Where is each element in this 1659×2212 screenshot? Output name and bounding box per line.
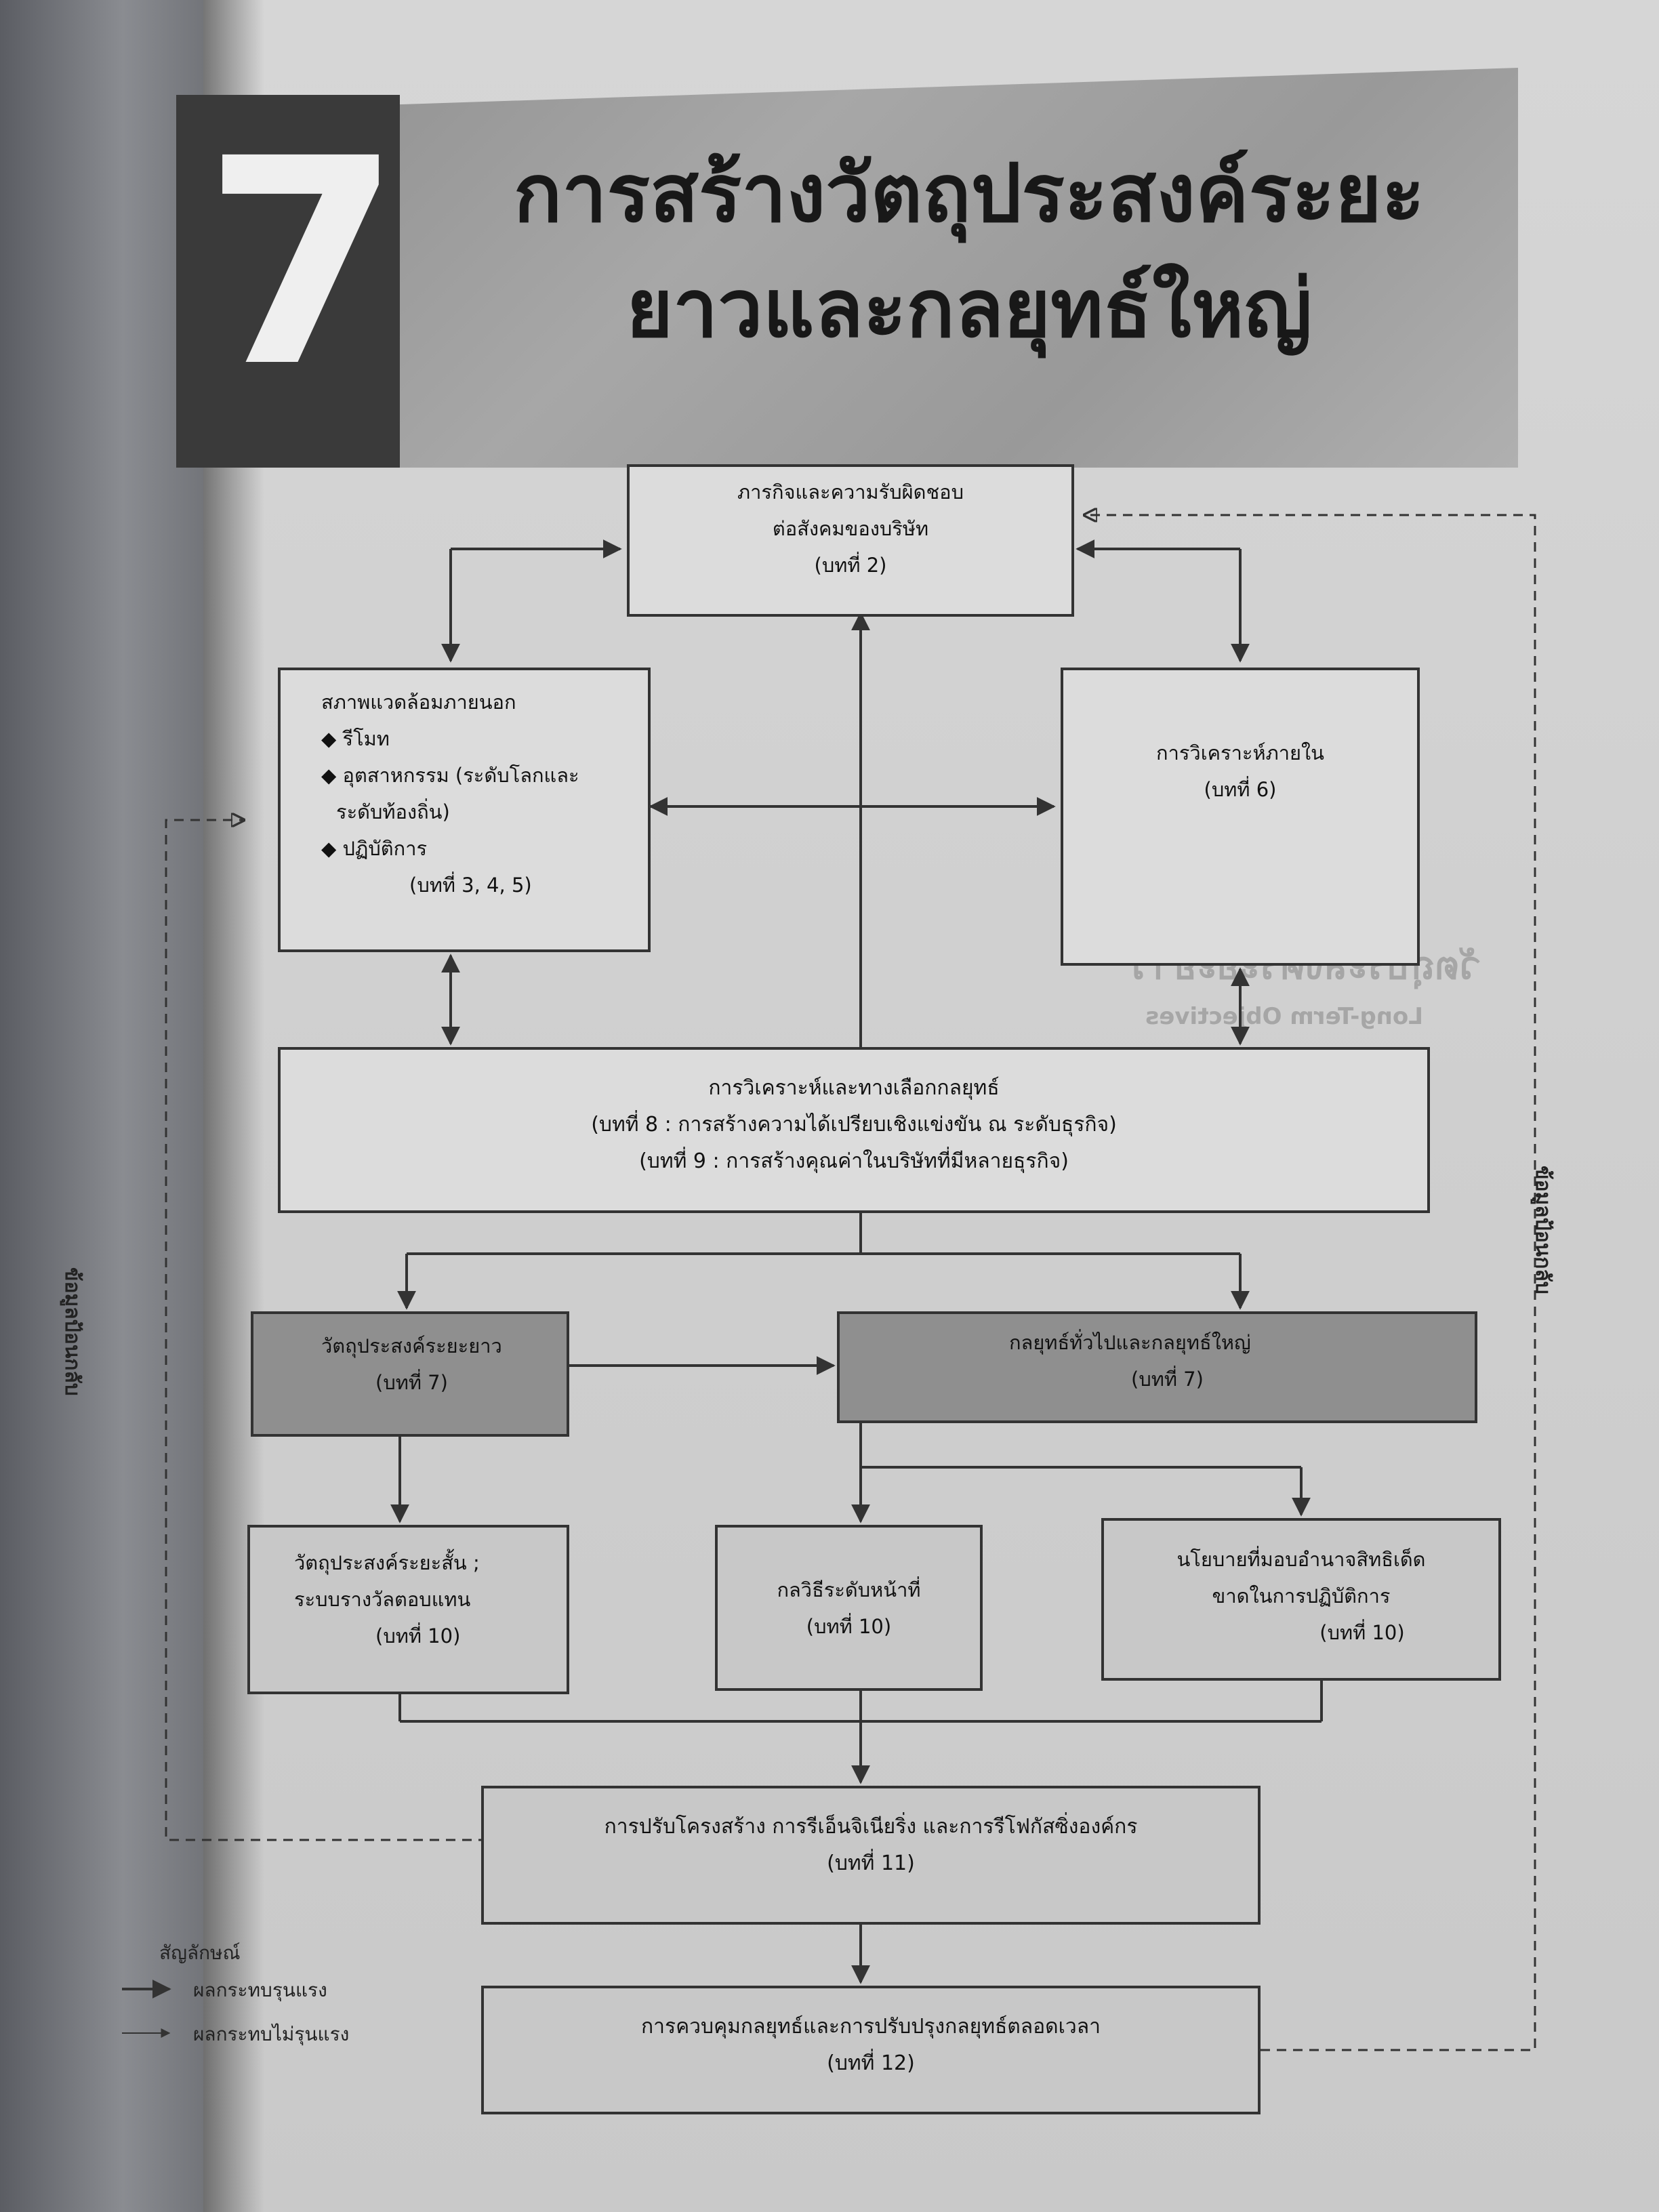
- grand-strategy-box: กลยุทธ์ทั่วไปและกลยุทธ์ใหญ่ (บทที่ 7): [837, 1311, 1477, 1423]
- legend-title: สัญลักษณ์: [159, 1942, 241, 1964]
- mission-box: ภารกิจและความรับผิดชอบ ต่อสังคมของบริษัท…: [627, 464, 1074, 617]
- analysis-chapter8: (บทที่ 8 : การสร้างความได้เปรียบเชิงแข่ง…: [591, 1113, 1117, 1136]
- mission-line2: ต่อสังคมของบริษัท: [772, 517, 929, 540]
- analysis-title: การวิเคราะห์และทางเลือกกลยุทธ์: [708, 1076, 1000, 1100]
- functional-chapter: (บทที่ 10): [806, 1615, 892, 1638]
- restructuring-title: การปรับโครงสร้าง การรีเอ็นจิเนียริ่ง และ…: [604, 1815, 1138, 1839]
- strategic-analysis-box: การวิเคราะห์และทางเลือกกลยุทธ์ (บทที่ 8 …: [278, 1047, 1430, 1213]
- functional-title: กลวิธีระดับหน้าที่: [777, 1578, 921, 1601]
- chapter-number-background: [176, 95, 400, 468]
- short-term-line1: วัตถุประสงค์ระยะสั้น ;: [294, 1551, 480, 1574]
- functional-tactics-box: กลวิธีระดับหน้าที่ (บทที่ 10): [715, 1525, 983, 1691]
- mission-chapter: (บทที่ 2): [814, 554, 887, 577]
- external-environment-box: สภาพแวดล้อมภายนอก ◆ รีโมท ◆ อุตสาหกรรม (…: [278, 668, 651, 952]
- external-chapter: (บทที่ 3, 4, 5): [409, 874, 532, 897]
- short-term-line2: ระบบรางวัลตอบแทน: [294, 1588, 471, 1611]
- internal-analysis-box: การวิเคราะห์ภายใน (บทที่ 6): [1061, 668, 1420, 966]
- external-item-operating: ◆ ปฏิบัติการ: [321, 837, 428, 860]
- policies-line2: ขาดในการปฏิบัติการ: [1212, 1584, 1391, 1607]
- control-chapter: (บทที่ 12): [827, 2051, 915, 2075]
- long-term-title: วัตถุประสงค์ระยะยาว: [321, 1334, 502, 1357]
- restructuring-box: การปรับโครงสร้าง การรีเอ็นจิเนียริ่ง และ…: [481, 1786, 1261, 1925]
- long-term-chapter: (บทที่ 7): [375, 1371, 448, 1394]
- internal-chapter: (บทที่ 6): [1204, 778, 1277, 801]
- control-title: การควบคุมกลยุทธ์และการปรับปรุงกลยุทธ์ตลอ…: [640, 2015, 1101, 2039]
- mission-line1: ภารกิจและความรับผิดชอบ: [737, 480, 964, 504]
- grand-strategy-title: กลยุทธ์ทั่วไปและกลยุทธ์ใหญ่: [1009, 1331, 1251, 1354]
- feedback-label-left: ข้อมูลป้อนกลับ: [60, 1267, 84, 1396]
- long-term-objectives-box: วัตถุประสงค์ระยะยาว (บทที่ 7): [251, 1311, 569, 1437]
- feedback-label-right: ข้อมูลป้อนกลับ: [1531, 1166, 1555, 1294]
- chapter-title-line1: การสร้างวัตถุประสงค์ระยะ: [513, 146, 1425, 240]
- external-item-industry-cont: ระดับท้องถิ่น): [336, 800, 450, 823]
- external-item-industry: ◆ อุตสาหกรรม (ระดับโลกและ: [321, 764, 579, 787]
- analysis-chapter9: (บทที่ 9 : การสร้างคุณค่าในบริษัทที่มีหล…: [639, 1149, 1069, 1173]
- legend-minor-impact: ผลกระทบไม่รุนแรง: [193, 2023, 350, 2045]
- chapter-number: 7: [203, 98, 402, 430]
- chapter-banner: [176, 68, 1518, 468]
- short-term-chapter: (บทที่ 10): [375, 1624, 461, 1647]
- restructuring-chapter: (บทที่ 11): [827, 1851, 915, 1875]
- strategic-control-box: การควบคุมกลยุทธ์และการปรับปรุงกลยุทธ์ตลอ…: [481, 1986, 1261, 2114]
- chapter-title: การสร้างวัตถุประสงค์ระยะ ยาวและกลยุทธ์ให…: [441, 136, 1498, 366]
- policies-box: นโยบายที่มอบอำนาจสิทธิเด็ด ขาดในการปฏิบั…: [1101, 1518, 1501, 1681]
- policies-chapter: (บทที่ 10): [1319, 1621, 1405, 1644]
- external-item-remote: ◆ รีโมท: [321, 727, 390, 750]
- grand-strategy-chapter: (บทที่ 7): [1131, 1368, 1204, 1391]
- short-term-objectives-box: วัตถุประสงค์ระยะสั้น ; ระบบรางวัลตอบแทน …: [247, 1525, 569, 1694]
- legend-major-impact: ผลกระทบรุนแรง: [193, 1979, 327, 2001]
- external-title: สภาพแวดล้อมภายนอก: [321, 691, 516, 714]
- chapter-title-line2: ยาวและกลยุทธ์ใหญ่: [626, 262, 1313, 355]
- internal-title: การวิเคราะห์ภายใน: [1156, 741, 1324, 764]
- policies-line1: นโยบายที่มอบอำนาจสิทธิเด็ด: [1176, 1548, 1426, 1571]
